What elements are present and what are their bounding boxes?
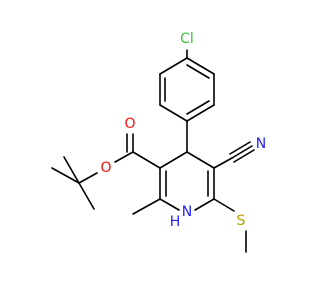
bond bbox=[231, 145, 253, 159]
bond bbox=[213, 157, 233, 169]
bond bbox=[194, 198, 215, 211]
bond bbox=[186, 151, 215, 169]
bond bbox=[159, 198, 180, 211]
bond bbox=[186, 64, 210, 79]
bond bbox=[132, 198, 161, 215]
bond bbox=[159, 57, 188, 75]
molecule-structure: Cl N O O N H S bbox=[51, 31, 266, 253]
sulfur-atom-label: S bbox=[237, 213, 246, 229]
bond bbox=[78, 172, 98, 184]
bond bbox=[213, 198, 235, 212]
bond bbox=[132, 151, 161, 169]
bond bbox=[159, 104, 188, 122]
bond bbox=[229, 141, 251, 155]
ring-hydrogen-label: H bbox=[170, 214, 181, 230]
carbonyl-oxygen-label: O bbox=[124, 116, 135, 132]
bond bbox=[78, 182, 95, 210]
chlorine-atom-label: Cl bbox=[180, 31, 194, 47]
bond bbox=[51, 167, 80, 184]
bond bbox=[186, 100, 210, 115]
bond bbox=[186, 57, 215, 75]
bond bbox=[159, 151, 188, 169]
bond bbox=[186, 104, 215, 122]
ester-oxygen-label: O bbox=[100, 160, 111, 176]
bond bbox=[233, 149, 255, 163]
cyano-nitrogen-label: N bbox=[256, 136, 266, 152]
bond bbox=[114, 151, 134, 163]
bond bbox=[63, 156, 80, 184]
ring-nitrogen-label: N bbox=[182, 204, 192, 220]
